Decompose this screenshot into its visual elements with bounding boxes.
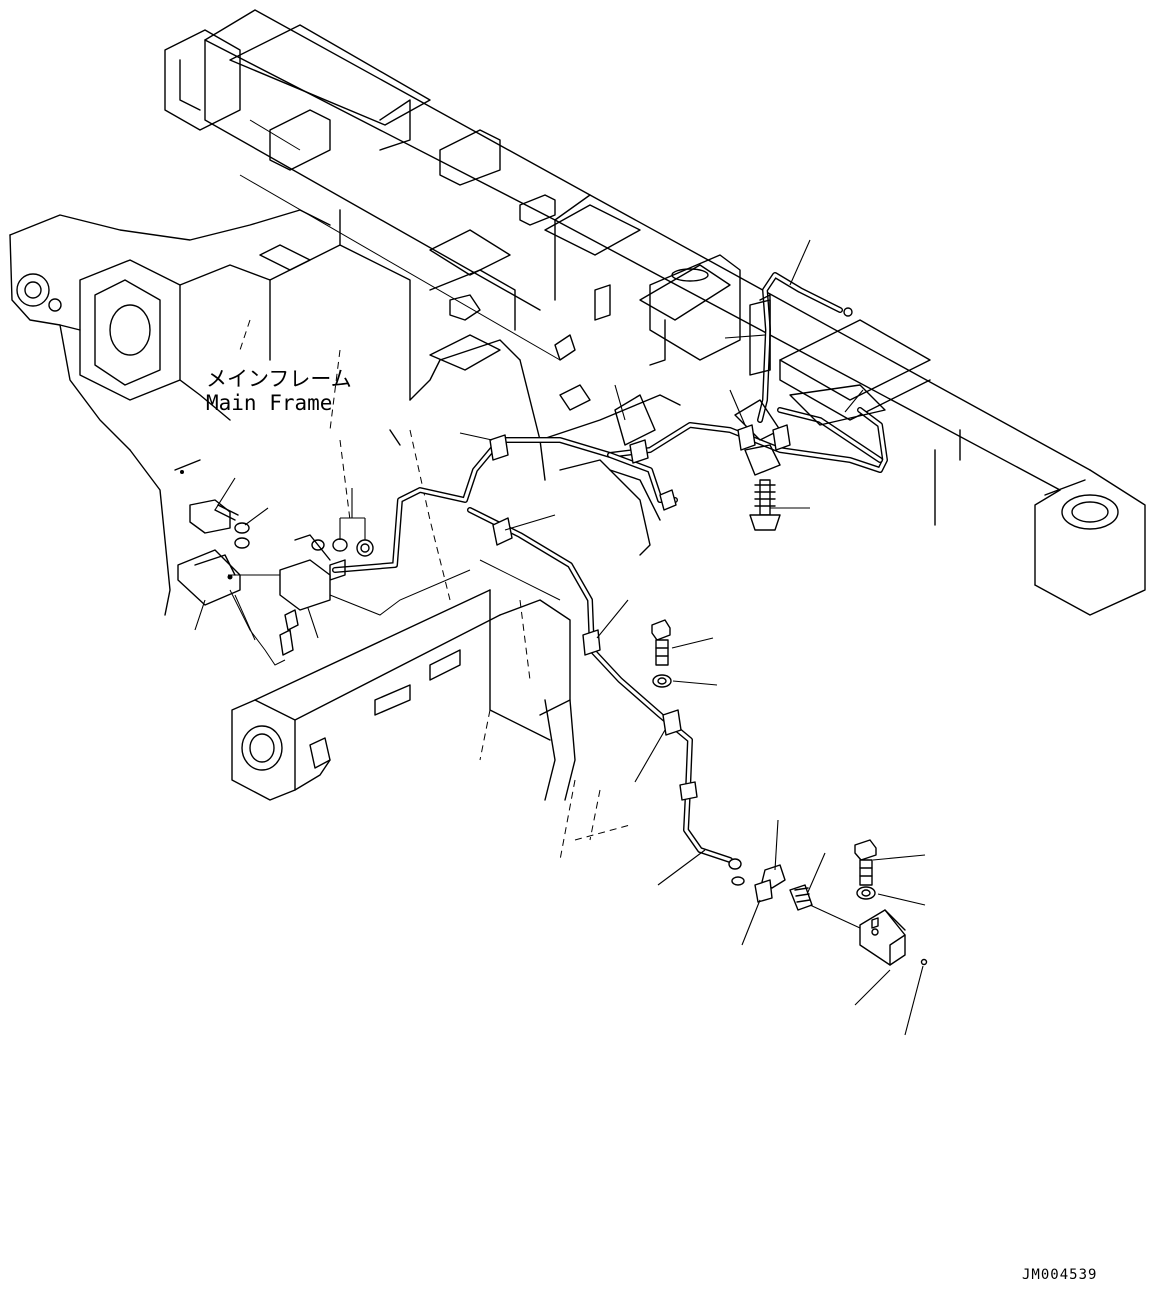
left-sensor-assembly [177,499,471,666]
bolt-assembly-center [651,619,672,688]
callout-leaders [194,239,926,1036]
lower-sensor-assembly [728,839,928,966]
main-frame-upper-beam [164,9,1146,616]
hidden-lines [239,319,631,861]
frame-label-jp: メインフレーム [206,367,352,391]
frame-label-en: Main Frame [206,391,332,415]
washer-icon [234,522,250,534]
main-frame-left-casting [9,209,681,616]
document-id: JM004539 [1022,1267,1097,1283]
wiring-harness [332,272,888,863]
harness-clamps [329,294,886,801]
